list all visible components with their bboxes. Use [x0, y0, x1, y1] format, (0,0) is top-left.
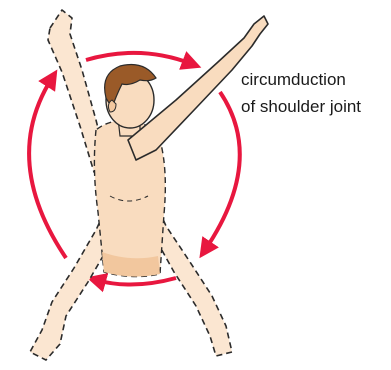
- arrow-top: [86, 53, 192, 64]
- head: [105, 65, 156, 129]
- arrow-right: [205, 92, 240, 250]
- caption: circumduction of shoulder joint: [241, 66, 391, 120]
- arrow-bottom: [96, 278, 176, 285]
- caption-line-1: circumduction: [241, 66, 391, 93]
- arrow-left: [29, 78, 66, 258]
- caption-line-2: of shoulder joint: [241, 93, 391, 120]
